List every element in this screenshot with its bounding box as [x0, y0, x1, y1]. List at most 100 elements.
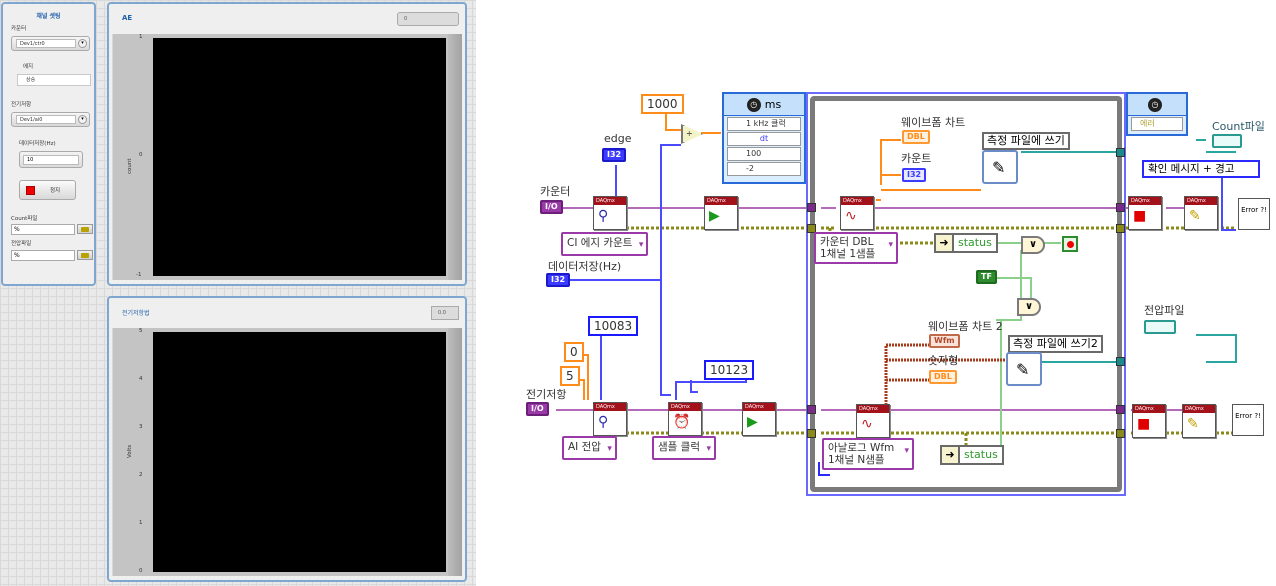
path-icon: %: [14, 252, 20, 259]
status-element: status: [964, 448, 998, 461]
daqmx-clear-task-vi[interactable]: DAQmx ✎: [1184, 196, 1218, 230]
daqmx-header: DAQmx: [1185, 197, 1217, 205]
constant-5[interactable]: 5: [560, 366, 580, 386]
timed-structure-input-node[interactable]: ◷ms 1 kHz 클럭 dt 100 -2: [722, 92, 806, 184]
dbl-wire: [571, 112, 981, 400]
resistance-digital-display: 0.0: [431, 306, 459, 320]
timed-loop-frame: [806, 92, 1126, 496]
error-output-row[interactable]: 에러: [1131, 117, 1183, 131]
ae-plot-area[interactable]: [153, 38, 446, 276]
counter-channel-selector[interactable]: Dev1/ctr0 ▾: [11, 36, 90, 51]
graph-scrollbar[interactable]: [448, 328, 462, 576]
or-function[interactable]: ∨: [1021, 236, 1045, 254]
daqmx-header: DAQmx: [594, 197, 626, 205]
daqmx-header: DAQmx: [669, 403, 701, 411]
unbundle-status[interactable]: ➜status: [934, 233, 998, 253]
waveform-chart-2-terminal[interactable]: Wfm: [929, 334, 960, 348]
resistance-channel-value: Dev1/ai0: [16, 115, 76, 124]
selector-line: 1채널 N샘플: [828, 454, 885, 466]
wfm-wire: [884, 343, 1006, 408]
task-tunnel: [807, 203, 816, 212]
write-measurement-file-vi[interactable]: ✎: [982, 150, 1018, 184]
unbundle-status-2[interactable]: ➜status: [940, 445, 1004, 465]
edge-selector[interactable]: 상승: [17, 74, 91, 86]
numeric-terminal[interactable]: DBL: [929, 370, 957, 384]
daqmx-stop-task-vi[interactable]: DAQmx ■: [1128, 196, 1162, 230]
simple-error-handler-vi[interactable]: Error ?!: [1238, 198, 1270, 230]
clock-icon: ◷: [746, 98, 761, 112]
stop-task-icon: ■: [1137, 416, 1151, 432]
error-tunnel: [807, 224, 816, 233]
count-terminal[interactable]: I32: [902, 168, 927, 182]
processor-row[interactable]: -2: [727, 162, 801, 176]
priority-row[interactable]: 100: [727, 147, 801, 161]
error-tunnel: [1116, 429, 1125, 438]
voltage-file-path-input[interactable]: %: [11, 250, 75, 261]
sample-clock-selector[interactable]: 샘플 클럭: [652, 436, 716, 460]
daqmx-timing-vi[interactable]: DAQmx ⏰: [668, 402, 702, 436]
stop-button[interactable]: 정지: [19, 180, 76, 200]
resistance-plot-area[interactable]: [153, 332, 446, 572]
constant-10083[interactable]: 10083: [588, 316, 639, 336]
stop-bool-terminal[interactable]: TF: [976, 270, 997, 284]
constant-0[interactable]: 0: [564, 342, 584, 362]
daqmx-header: DAQmx: [857, 405, 889, 413]
timed-structure-header: ◷ms: [724, 94, 804, 116]
daqmx-stop-task-2-vi[interactable]: DAQmx ■: [1132, 404, 1166, 438]
waveform-chart-terminal[interactable]: DBL: [902, 130, 930, 144]
resistance-terminal[interactable]: I/O: [526, 402, 549, 416]
daqmx-read-counter-vi[interactable]: DAQmx ∿: [840, 196, 874, 230]
y-tick: 1: [139, 520, 143, 526]
count-file-label: Count파일: [1212, 120, 1265, 133]
daqmx-start-task-vi[interactable]: DAQmx ▶: [704, 196, 738, 230]
or-function[interactable]: ∨: [1017, 298, 1041, 316]
bool-wire: [986, 242, 1061, 455]
path-icon: %: [14, 226, 20, 233]
count-file-browse-button[interactable]: [77, 224, 93, 234]
error-dialog-type-selector[interactable]: 확인 메시지 + 경고: [1142, 160, 1260, 178]
ae-graph-frame: 1 0 -1 count: [112, 34, 462, 280]
counter-channel-value: Dev1/ctr0: [16, 39, 76, 48]
constant-1000[interactable]: 1000: [641, 94, 684, 114]
y-tick: 4: [139, 376, 143, 382]
voltage-file-terminal[interactable]: [1144, 320, 1176, 334]
counter-terminal[interactable]: I/O: [540, 200, 563, 214]
selector-line: 1채널 1샘플: [820, 248, 876, 260]
write-measurement-file-2-vi[interactable]: ✎: [1006, 352, 1042, 386]
daqmx-create-ai-channel-vi[interactable]: DAQmx ⚲: [593, 402, 627, 436]
daqmx-create-channel-vi[interactable]: DAQmx ⚲: [593, 196, 627, 230]
stop-button-label: 정지: [50, 188, 61, 194]
data-rate-input[interactable]: 10: [19, 151, 83, 168]
daqmx-read-analog-vi[interactable]: DAQmx ∿: [856, 404, 890, 438]
y-tick: 2: [139, 472, 143, 478]
count-file-path-input[interactable]: %: [11, 224, 75, 235]
waveform-chart-2-label: 웨이브폼 차트 2: [928, 320, 1003, 333]
daqmx-header: DAQmx: [743, 403, 775, 411]
browse-channel-icon[interactable]: ▾: [78, 115, 87, 124]
dt-row[interactable]: dt: [727, 132, 801, 146]
y-tick: 0: [139, 568, 143, 574]
counter-dbl-selector[interactable]: 카운터 DBL 1채널 1샘플: [814, 232, 898, 264]
simple-error-handler-2-vi[interactable]: Error ?!: [1232, 404, 1264, 436]
resistance-channel-selector[interactable]: Dev1/ai0 ▾: [11, 112, 90, 127]
daqmx-clear-task-2-vi[interactable]: DAQmx ✎: [1182, 404, 1216, 438]
ci-edge-count-selector[interactable]: CI 에지 카운트: [561, 232, 649, 256]
timed-structure-output-node[interactable]: ◷ 에러: [1126, 92, 1188, 136]
ai-voltage-selector[interactable]: AI 전압: [562, 436, 617, 460]
graph-scrollbar[interactable]: [448, 34, 462, 280]
timing-source-row[interactable]: 1 kHz 클럭: [727, 117, 801, 131]
data-rate-label: 데이터저장(Hz): [548, 260, 622, 273]
browse-channel-icon[interactable]: ▾: [78, 39, 87, 48]
edge-label: 에지: [23, 64, 34, 70]
constant-10123[interactable]: 10123: [704, 360, 755, 380]
count-file-terminal[interactable]: [1212, 134, 1242, 148]
stop-terminal[interactable]: [1062, 236, 1078, 252]
int-wire: [1221, 176, 1236, 231]
edge-terminal[interactable]: I32: [602, 148, 627, 162]
counter-label: 카운터: [11, 26, 27, 32]
daqmx-start-task-2-vi[interactable]: DAQmx ▶: [742, 402, 776, 436]
data-rate-terminal[interactable]: I32: [546, 273, 571, 287]
start-task-icon: ▶: [747, 414, 758, 430]
analog-wfm-selector[interactable]: 아날로그 Wfm 1채널 N샘플: [822, 438, 914, 470]
voltage-file-browse-button[interactable]: [77, 250, 93, 260]
